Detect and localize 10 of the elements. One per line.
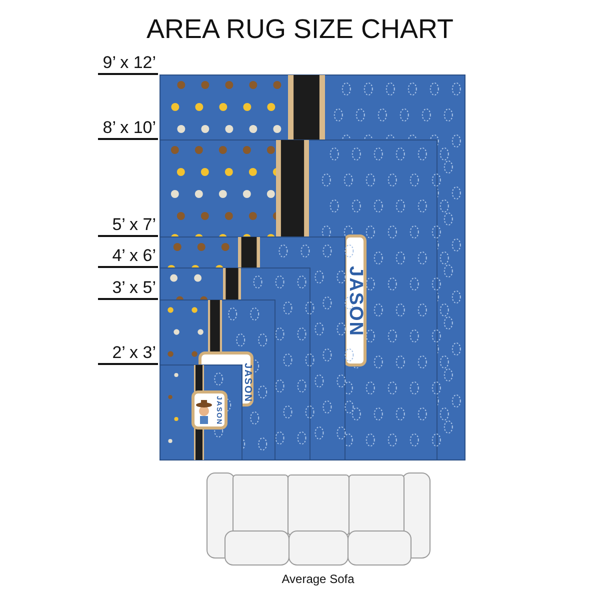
- chart-title: AREA RUG SIZE CHART: [145, 14, 455, 45]
- size-label: 2’ x 3’: [98, 342, 158, 365]
- size-label: 3’ x 5’: [98, 277, 158, 300]
- name-text: JASON: [241, 362, 253, 404]
- size-label: 8’ x 10’: [98, 117, 158, 140]
- name-text: JASON: [345, 264, 365, 338]
- sofa-caption: Average Sofa: [280, 572, 356, 586]
- size-label: 5’ x 7’: [98, 214, 158, 237]
- size-label: 9’ x 12’: [98, 52, 158, 75]
- size-label: 4’ x 6’: [98, 245, 158, 268]
